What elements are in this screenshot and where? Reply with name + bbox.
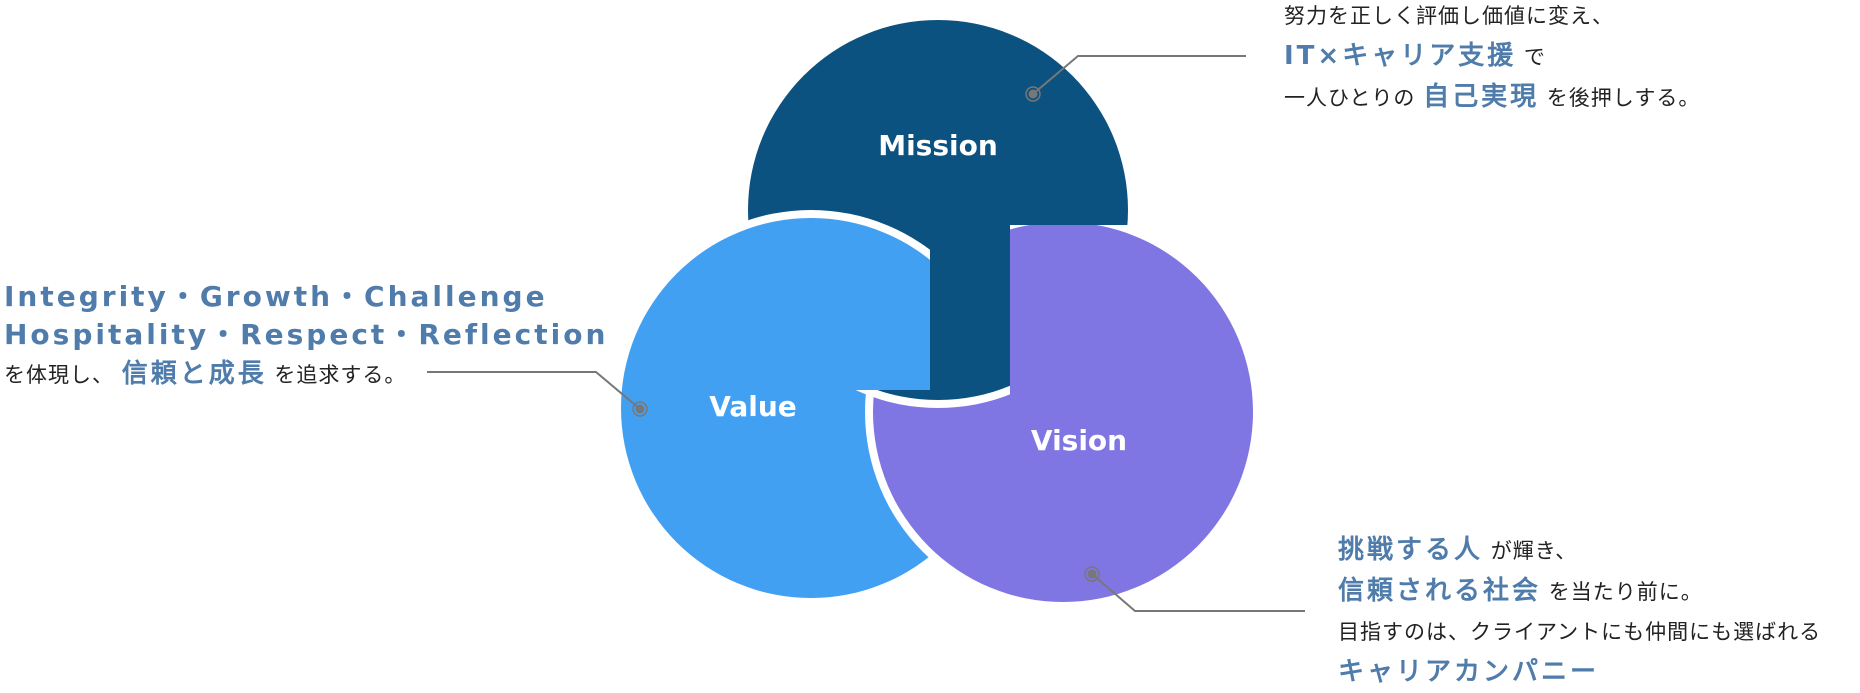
value-highlight-trust-growth: 信頼と成長 <box>121 359 267 389</box>
vision-line-3: 目指すのは、クライアントにも仲間にも選ばれる <box>1338 620 1822 644</box>
mission-connector-line <box>1032 55 1246 95</box>
vision-line-2-rest: を当たり前に。 <box>1548 580 1703 604</box>
value-connector-dot-ring <box>632 401 648 417</box>
value-line-3: を体現し、 信頼と成長 を追求する。 <box>4 354 608 395</box>
value-line-3-prefix: を体現し、 <box>4 363 114 387</box>
mission-highlight-self-realization: 自己実現 <box>1423 82 1540 112</box>
value-line-3-rest: を追求する。 <box>274 363 407 387</box>
value-description: Integrity・Growth・Challenge Hospitality・R… <box>4 278 608 395</box>
value-label: Value <box>709 390 797 423</box>
vision-highlight-trusted-society: 信頼される社会 <box>1338 576 1542 606</box>
vision-line-1: 挑戦する人 が輝き、 <box>1338 530 1821 571</box>
vision-line-2: 信頼される社会 を当たり前に。 <box>1338 571 1821 612</box>
mission-line-1: 努力を正しく評価し価値に変え、 <box>1284 4 1614 28</box>
mission-label: Mission <box>878 129 998 162</box>
mission-line-3-prefix: 一人ひとりの <box>1284 86 1416 110</box>
vision-connector-dot <box>1087 569 1097 579</box>
mission-line-3: 一人ひとりの 自己実現 を後押しする。 <box>1284 77 1700 118</box>
vision-line-4: キャリアカンパニー <box>1338 652 1821 693</box>
mission-connector-dot <box>1028 89 1038 99</box>
vision-label: Vision <box>1031 424 1127 457</box>
value-connector-dot <box>635 404 645 414</box>
mission-connector-dot-ring <box>1025 86 1041 102</box>
mission-line-2: IT×キャリア支援 で <box>1284 36 1700 77</box>
vision-connector-dot-ring <box>1084 566 1100 582</box>
vision-description: 挑戦する人 が輝き、 信頼される社会 を当たり前に。 目指すのは、クライアントに… <box>1338 530 1821 693</box>
vision-connector-line <box>1091 573 1305 612</box>
mission-line-2-rest: で <box>1523 45 1546 69</box>
vision-highlight-career-company: キャリアカンパニー <box>1338 657 1600 687</box>
mission-highlight-it-career: IT×キャリア支援 <box>1284 41 1517 71</box>
mission-description: 努力を正しく評価し価値に変え、 IT×キャリア支援 で 一人ひとりの 自己実現 … <box>1284 0 1700 118</box>
value-keywords-line-2: Hospitality・Respect・Reflection <box>4 318 609 351</box>
value-connector-line <box>427 371 641 410</box>
mission-line-3-rest: を後押しする。 <box>1546 86 1701 110</box>
vision-line-1-rest: が輝き、 <box>1490 539 1578 563</box>
vision-highlight-challenger: 挑戦する人 <box>1338 535 1484 565</box>
value-keywords-line-1: Integrity・Growth・Challenge <box>4 280 548 313</box>
